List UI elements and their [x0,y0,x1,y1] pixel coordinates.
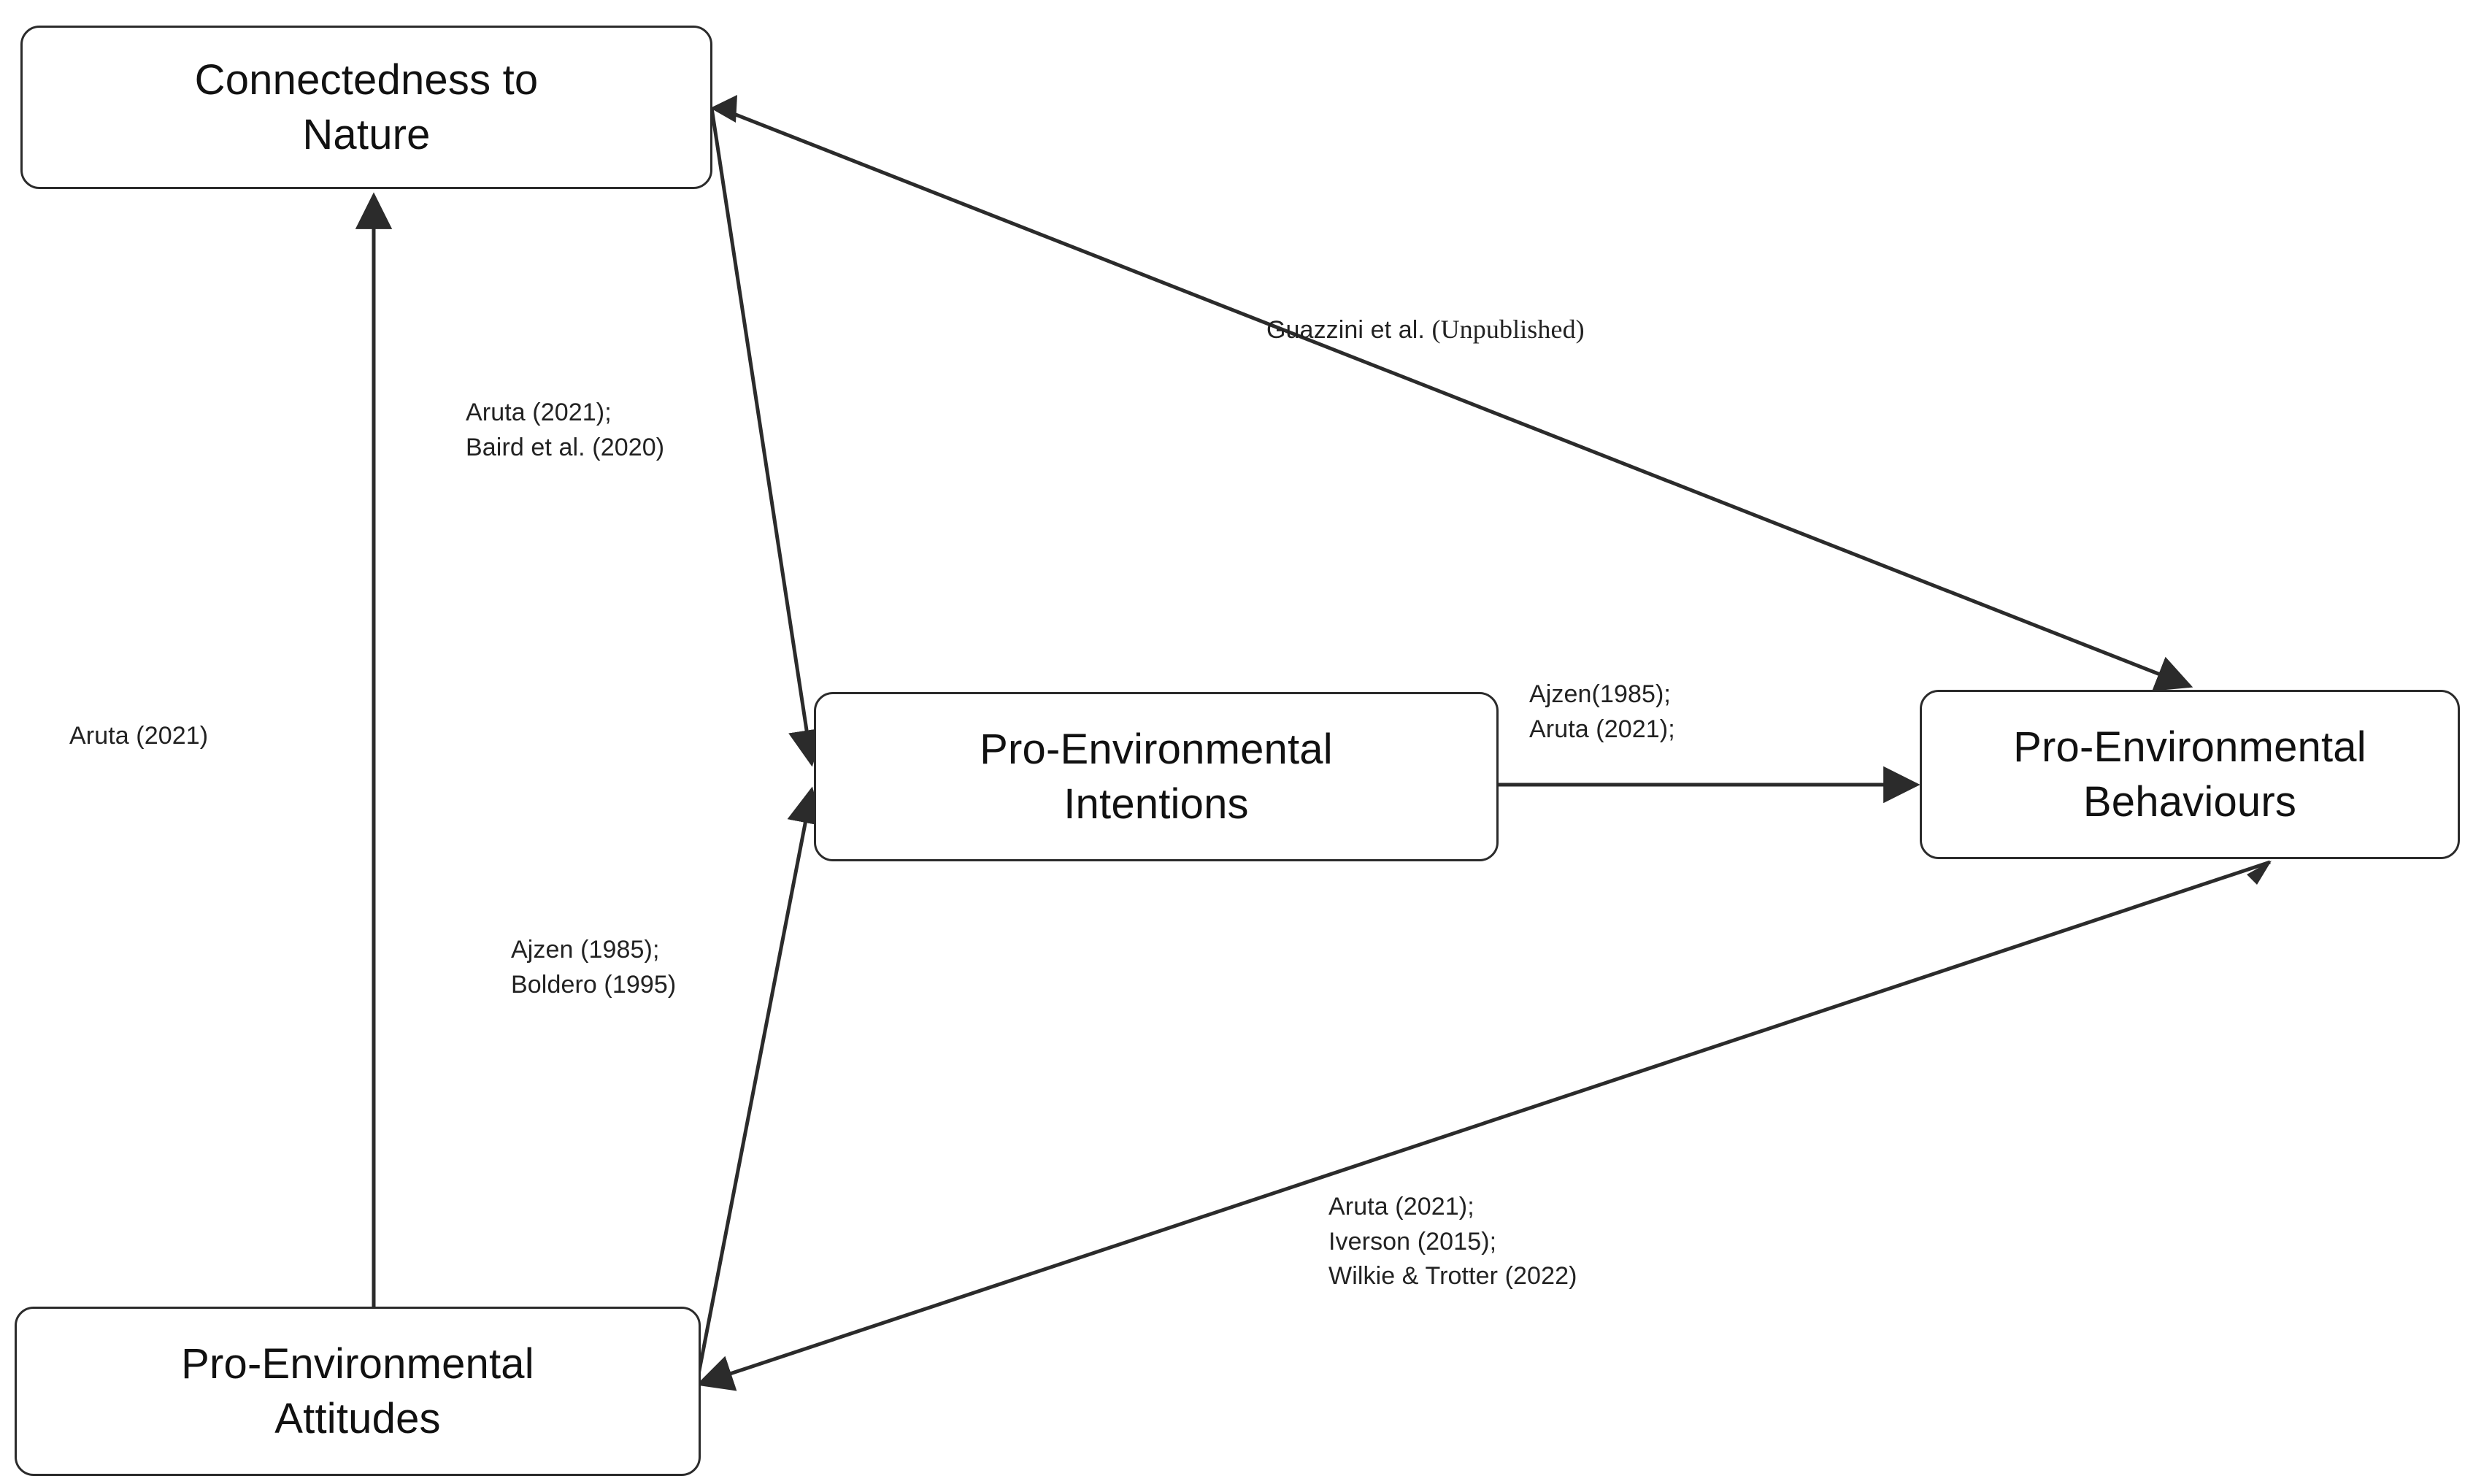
edge-label-attitudes-to-connectedness: Aruta (2021) [69,722,209,750]
edge-attitudes-to-behaviours [696,860,2271,1391]
edge-label-attitudes-to-intentions: Ajzen (1985); Boldero (1995) [511,936,677,999]
edge-label-connectedness-to-intentions: Aruta (2021); Baird et al. (2020) [466,399,665,461]
node-pro-environmental-behaviours[interactable]: Pro-Environmental Behaviours [1920,690,2460,859]
arrowhead-into-connectedness [710,95,737,123]
edge-attitudes-to-intentions [695,786,824,1383]
node-label: Pro-Environmental Attitudes [181,1339,534,1442]
edge-connectedness-to-intentions [709,107,826,767]
node-label: Connectedness to Nature [194,55,539,158]
edge-label-part-authors: Guazzini et al. [1266,315,1432,344]
node-pro-environmental-attitudes[interactable]: Pro-Environmental Attitudes [15,1307,701,1476]
edge-label-intentions-to-behaviours: Ajzen(1985); Aruta (2021); [1529,680,1675,743]
node-label: Pro-Environmental Behaviours [2013,723,2366,826]
node-pro-environmental-intentions[interactable]: Pro-Environmental Intentions [814,692,1499,861]
edge-label-connectedness-to-behaviours: Guazzini et al. (Unpublished) [1266,276,1585,347]
arrowhead-into-behaviours-bottom [2247,861,2272,885]
edge-label-attitudes-to-behaviours: Aruta (2021); Iverson (2015); Wilkie & T… [1328,1193,1577,1291]
edge-label-part-unpublished: (Unpublished) [1431,314,1585,344]
node-connectedness-to-nature[interactable]: Connectedness to Nature [20,26,712,189]
edge-connectedness-to-behaviours [718,106,2193,691]
node-label: Pro-Environmental Intentions [980,725,1333,828]
